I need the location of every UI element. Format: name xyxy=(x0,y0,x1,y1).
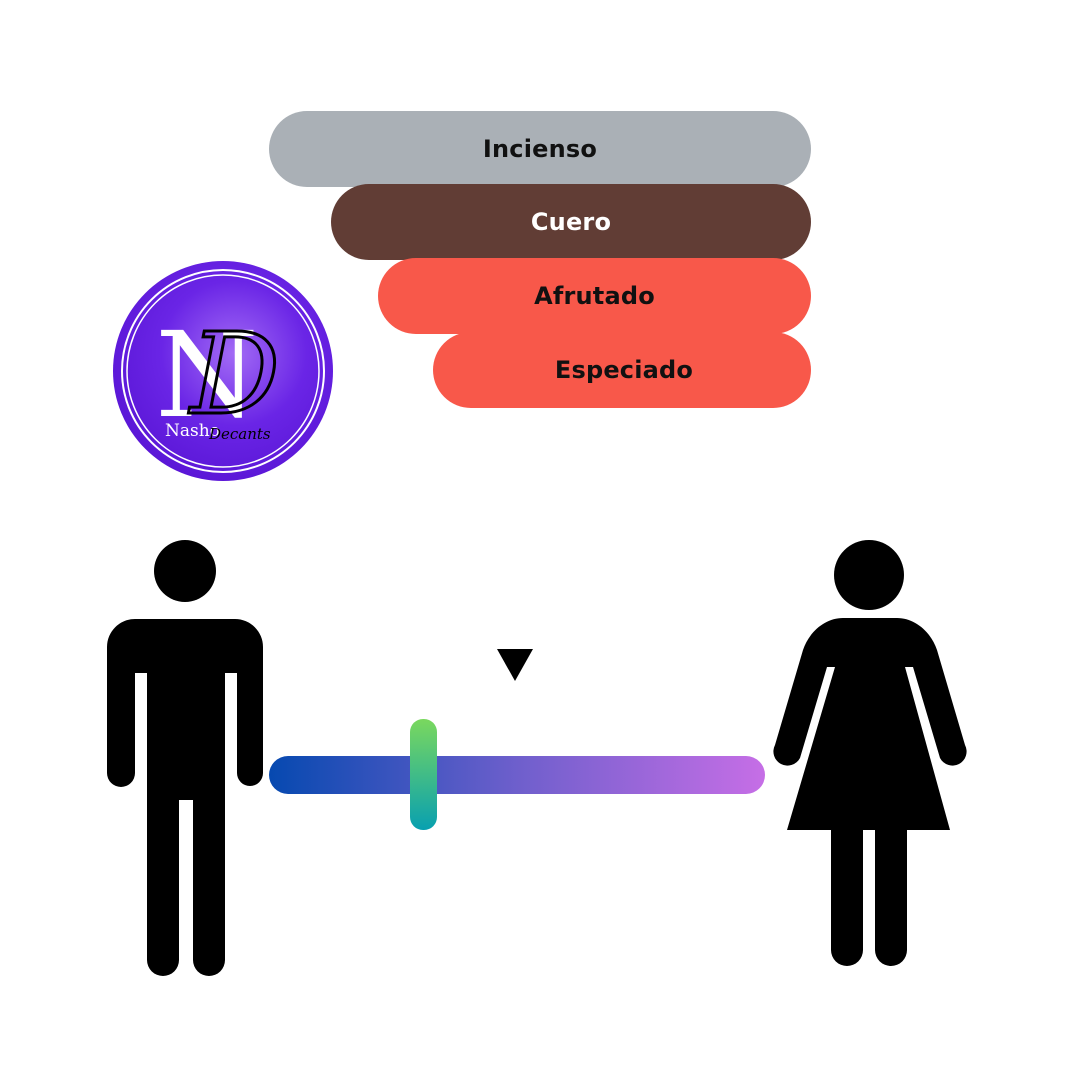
accord-label: Incienso xyxy=(482,135,598,163)
logo-letter-d: D xyxy=(188,310,280,440)
logo-ring-outer xyxy=(121,269,325,473)
accord-label: Cuero xyxy=(530,208,612,236)
accord-bar-cuero: Cuero xyxy=(331,184,811,260)
brand-logo: N D Nasho Decants xyxy=(113,261,333,481)
logo-brand-script: Decants xyxy=(208,425,271,443)
logo-ring-inner xyxy=(126,274,320,468)
male-icon xyxy=(107,540,263,976)
logo-letter-n: N xyxy=(155,306,258,444)
accord-bar-especiado: Especiado xyxy=(433,332,811,408)
triangle-down-icon xyxy=(496,649,533,681)
accord-bar-afrutado: Afrutado xyxy=(378,258,811,334)
accord-bar-incienso: Incienso xyxy=(269,111,811,187)
female-icon xyxy=(773,540,967,966)
gender-scale-track xyxy=(269,756,765,794)
accord-label: Afrutado xyxy=(534,282,655,310)
accord-label: Especiado xyxy=(554,356,694,384)
logo-brand-name: Nasho xyxy=(165,421,220,441)
gender-scale-handle xyxy=(409,719,437,830)
logo-badge xyxy=(113,261,333,481)
